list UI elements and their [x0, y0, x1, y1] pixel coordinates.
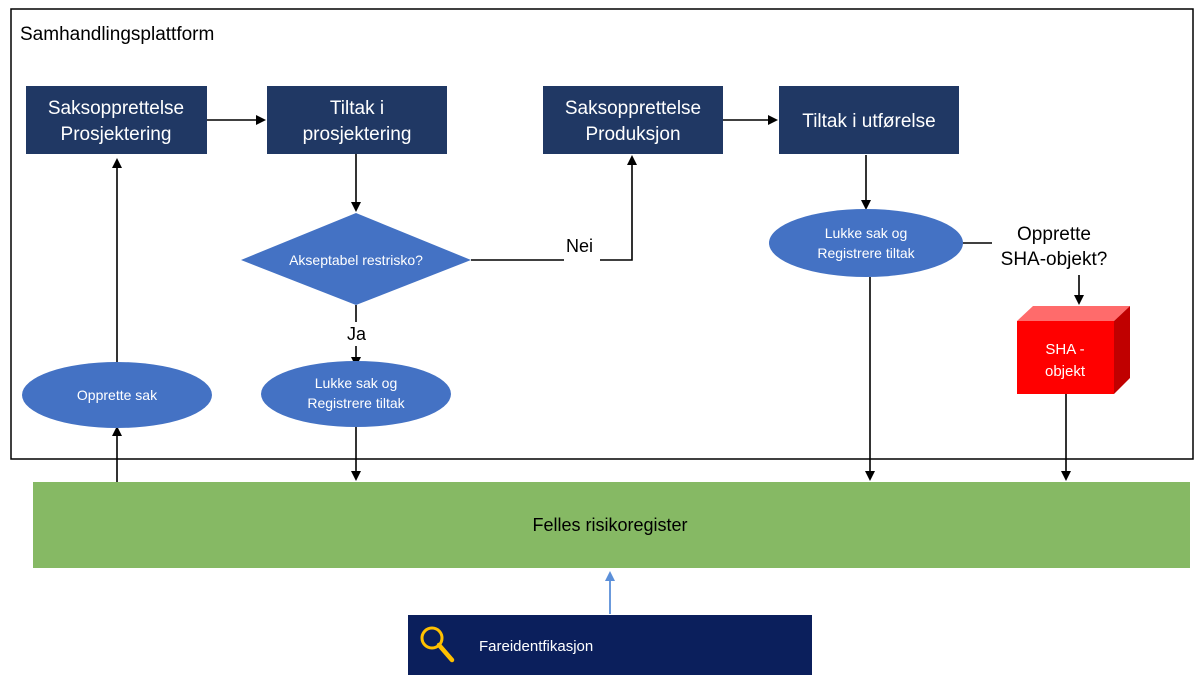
register-label: Felles risikoregister	[532, 515, 687, 535]
decision-diamond: Akseptabel restrisko?	[241, 213, 471, 305]
connectors	[112, 115, 1084, 482]
hazard-label: Fareidentfikasjon	[479, 638, 593, 655]
ellipse-opprette-sak: Opprette sak	[22, 362, 212, 428]
fareidentifikasjon-box: Fareidentfikasjon	[408, 615, 812, 675]
ellipse-lukke-sak-2: Lukke sak og Registrere tiltak	[769, 209, 963, 277]
decision-yes-label: Ja	[347, 324, 367, 344]
box-label-line: Saksopprettelse	[48, 98, 184, 119]
box-label-line: Saksopprettelse	[565, 98, 701, 119]
felles-risikoregister: Felles risikoregister	[33, 482, 1190, 568]
ellipse-label-line: Registrere tiltak	[307, 395, 405, 411]
platform-frame	[10, 8, 1194, 460]
box-label-line: Tiltak i	[330, 98, 384, 119]
search-icon	[420, 626, 455, 663]
ellipse-lukke-sak-1: Lukke sak og Registrere tiltak	[261, 361, 451, 427]
box-label-line: prosjektering	[303, 124, 412, 145]
arrow-nei-up	[600, 155, 637, 261]
box-tiltak-prosjektering: Tiltak i prosjektering	[267, 86, 447, 154]
platform-title: Samhandlingsplattform	[20, 24, 214, 45]
sha-question-line: Opprette	[1017, 224, 1091, 245]
box-saksopprettelse-prosjektering: Saksopprettelse Prosjektering	[26, 86, 207, 154]
ellipse-label-line: Lukke sak og	[825, 225, 908, 241]
decision-label: Akseptabel restrisko?	[289, 252, 423, 268]
sha-object-cube: SHA - objekt	[1017, 306, 1130, 394]
decision-no-label: Nei	[566, 236, 593, 256]
sha-question-line: SHA-objekt?	[1001, 249, 1108, 270]
sha-object-label-line: objekt	[1045, 363, 1086, 380]
box-saksopprettelse-produksjon: Saksopprettelse Produksjon	[543, 86, 723, 154]
box-label-line: Produksjon	[585, 124, 680, 145]
sha-object-label-line: SHA -	[1045, 341, 1084, 358]
box-label-line: Tiltak i utførelse	[802, 111, 935, 132]
box-label-line: Prosjektering	[61, 124, 172, 145]
ellipse-label-line: Lukke sak og	[315, 375, 398, 391]
box-tiltak-utforelse: Tiltak i utførelse	[779, 86, 959, 154]
ellipse-label-line: Registrere tiltak	[817, 245, 915, 261]
ellipse-label: Opprette sak	[77, 387, 158, 403]
